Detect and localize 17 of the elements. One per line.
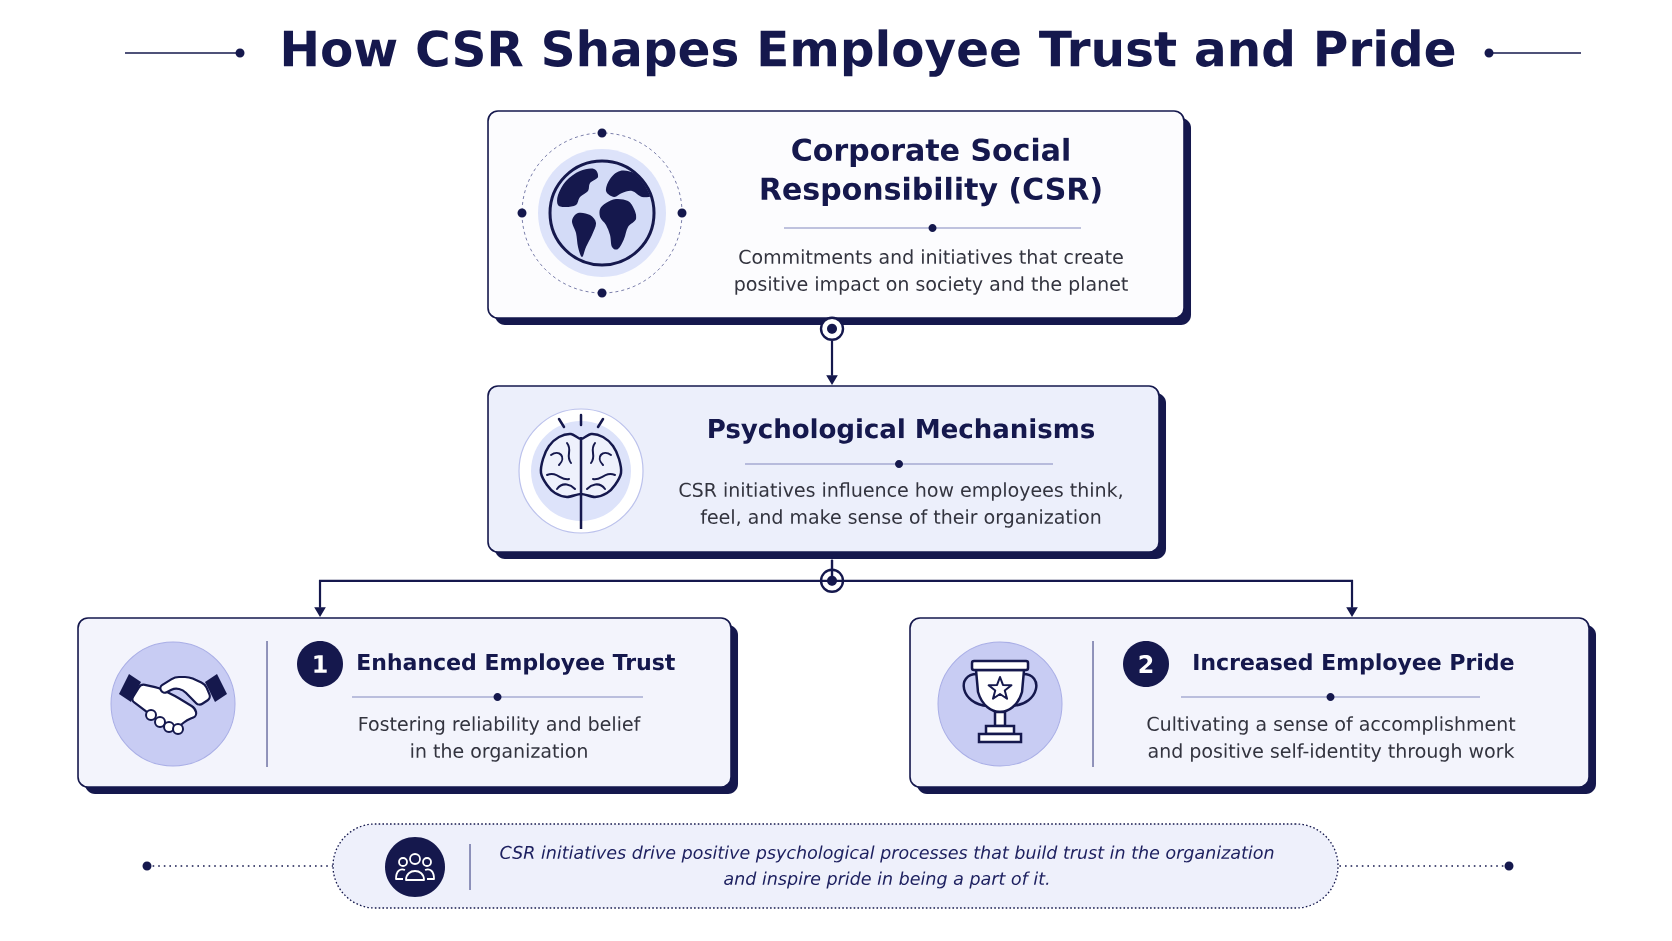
banner — [332, 823, 1339, 909]
card — [487, 110, 1191, 341]
description: Commitments and initiatives that create positive impact on society and the planet — [735, 249, 1128, 295]
description: Cultivating a sense of accomplishment and positive self-identity through work — [1147, 716, 1516, 762]
description: CSR initiatives influence how employees think, feel, and make sense of their organization — [679, 482, 1122, 528]
title: How CSR Shapes Employee Trust and Pride — [283, 29, 1455, 77]
description: Fostering reliability and belief in the organization — [359, 716, 641, 762]
card — [909, 617, 1596, 794]
heading: Psychological Mechanisms — [709, 418, 1095, 444]
heading: Increased Employee Pride — [1194, 653, 1514, 675]
card — [77, 617, 738, 794]
card — [487, 385, 1166, 559]
heading: Corporate Social Responsibility (CSR) — [761, 137, 1101, 207]
summary-text: CSR initiatives drive positive psychological processes that build trust in the organization and inspire pride in being a part of it. — [500, 845, 1274, 889]
number-badge: 1 — [297, 641, 343, 687]
heading: Enhanced Employee Trust — [358, 653, 675, 675]
number-badge: 2 — [1123, 641, 1169, 687]
